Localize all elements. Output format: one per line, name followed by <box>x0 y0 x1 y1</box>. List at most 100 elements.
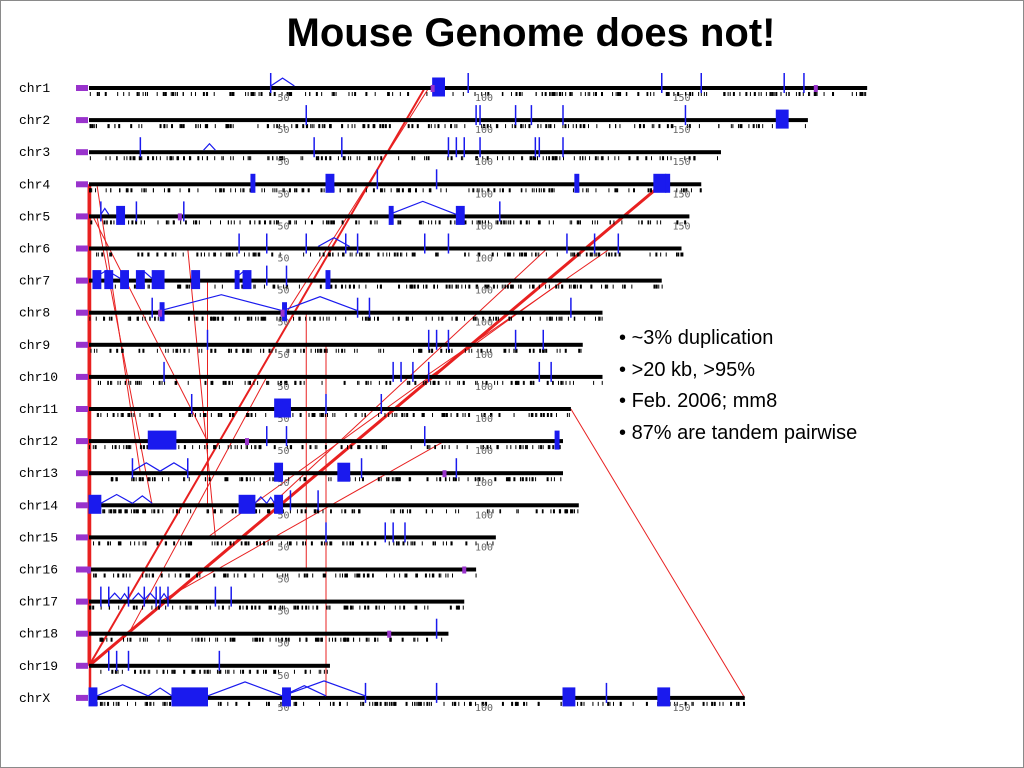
intrachromosomal-arc <box>317 237 350 248</box>
gap-tick <box>200 637 202 642</box>
chromosome-bar <box>89 118 808 123</box>
duplication-block <box>242 270 252 290</box>
gap-tick <box>246 605 249 610</box>
gap-tick <box>674 701 676 706</box>
gap-tick <box>101 252 104 257</box>
gap-tick <box>220 220 222 225</box>
gap-tick <box>183 669 186 674</box>
gap-tick <box>151 573 153 578</box>
gap-tick <box>462 92 464 96</box>
gap-tick <box>545 284 547 289</box>
gap-tick <box>135 605 138 610</box>
gap-tick <box>196 252 199 257</box>
gap-tick <box>468 188 470 193</box>
gap-tick <box>288 220 290 225</box>
gap-tick <box>131 220 134 225</box>
gap-tick <box>480 348 483 353</box>
gap-tick <box>549 188 551 193</box>
gap-tick <box>144 316 146 321</box>
gap-tick <box>314 348 316 353</box>
gap-tick <box>171 124 174 129</box>
gap-tick <box>228 413 231 417</box>
duplication-block <box>775 109 789 129</box>
intrachromosomal-arc <box>337 463 351 472</box>
gap-tick <box>186 284 189 289</box>
gap-tick <box>727 92 729 96</box>
gap-tick <box>653 92 655 96</box>
gap-tick <box>128 220 130 225</box>
gap-tick <box>230 348 232 353</box>
gap-tick <box>95 188 97 193</box>
gap-tick <box>259 541 261 546</box>
gap-tick <box>138 348 140 353</box>
gap-tick <box>509 252 511 257</box>
gap-tick <box>118 124 120 129</box>
gap-tick <box>222 156 224 161</box>
gap-tick <box>322 220 324 225</box>
gap-tick <box>228 605 230 610</box>
gap-tick <box>429 573 431 578</box>
gap-tick <box>394 605 396 610</box>
gap-tick <box>267 124 270 129</box>
gap-tick <box>321 92 323 96</box>
gap-tick <box>183 156 186 161</box>
gap-tick <box>253 284 255 289</box>
gap-tick <box>118 509 121 514</box>
gap-tick <box>301 445 303 450</box>
gap-tick <box>513 477 516 482</box>
gap-tick <box>139 637 141 642</box>
gap-tick <box>329 701 331 706</box>
scale-tick-label: 100 <box>475 221 493 232</box>
gap-tick <box>267 509 270 514</box>
gap-tick <box>224 477 226 482</box>
gap-tick <box>92 605 95 610</box>
gap-tick <box>367 156 370 161</box>
gap-tick <box>378 380 380 385</box>
gap-tick <box>320 156 323 161</box>
gap-tick <box>650 156 652 161</box>
gap-tick <box>745 92 748 96</box>
gap-tick <box>401 252 403 257</box>
gap-tick <box>476 188 478 193</box>
scale-tick-label: 150 <box>673 125 691 136</box>
gap-tick <box>472 188 475 193</box>
gap-tick <box>729 92 731 96</box>
gap-tick <box>548 445 551 450</box>
centromere-marker <box>76 470 88 477</box>
gap-tick <box>334 413 336 417</box>
gap-tick <box>197 637 200 642</box>
gap-tick <box>468 252 470 257</box>
gap-tick <box>670 156 672 161</box>
gap-tick <box>452 92 454 96</box>
gap-tick <box>249 477 251 482</box>
gap-tick <box>465 541 468 546</box>
gap-tick <box>619 701 621 706</box>
gap-tick <box>528 124 531 129</box>
gap-tick <box>208 637 210 642</box>
gap-tick <box>156 156 158 161</box>
gap-tick <box>133 284 136 289</box>
gap-tick <box>677 92 680 96</box>
gap-tick <box>358 380 360 385</box>
gap-tick <box>413 637 415 642</box>
gap-tick <box>109 348 112 353</box>
gap-tick <box>565 380 567 385</box>
gap-tick <box>623 284 626 289</box>
intrachromosomal-arc <box>207 681 283 697</box>
gap-tick <box>441 413 443 417</box>
gap-tick <box>305 92 307 96</box>
scale-tick-label: 50 <box>278 157 290 168</box>
gap-tick <box>89 605 92 610</box>
gap-tick <box>477 477 479 482</box>
gap-tick <box>345 605 347 610</box>
gap-tick <box>374 156 376 161</box>
gap-tick <box>157 605 160 610</box>
gap-tick <box>458 701 460 706</box>
gap-tick <box>187 509 189 514</box>
gap-tick <box>214 124 216 129</box>
gap-tick <box>367 380 369 385</box>
gap-tick <box>324 156 327 161</box>
gap-tick <box>428 348 431 353</box>
scale-tick-label: 50 <box>278 254 290 265</box>
